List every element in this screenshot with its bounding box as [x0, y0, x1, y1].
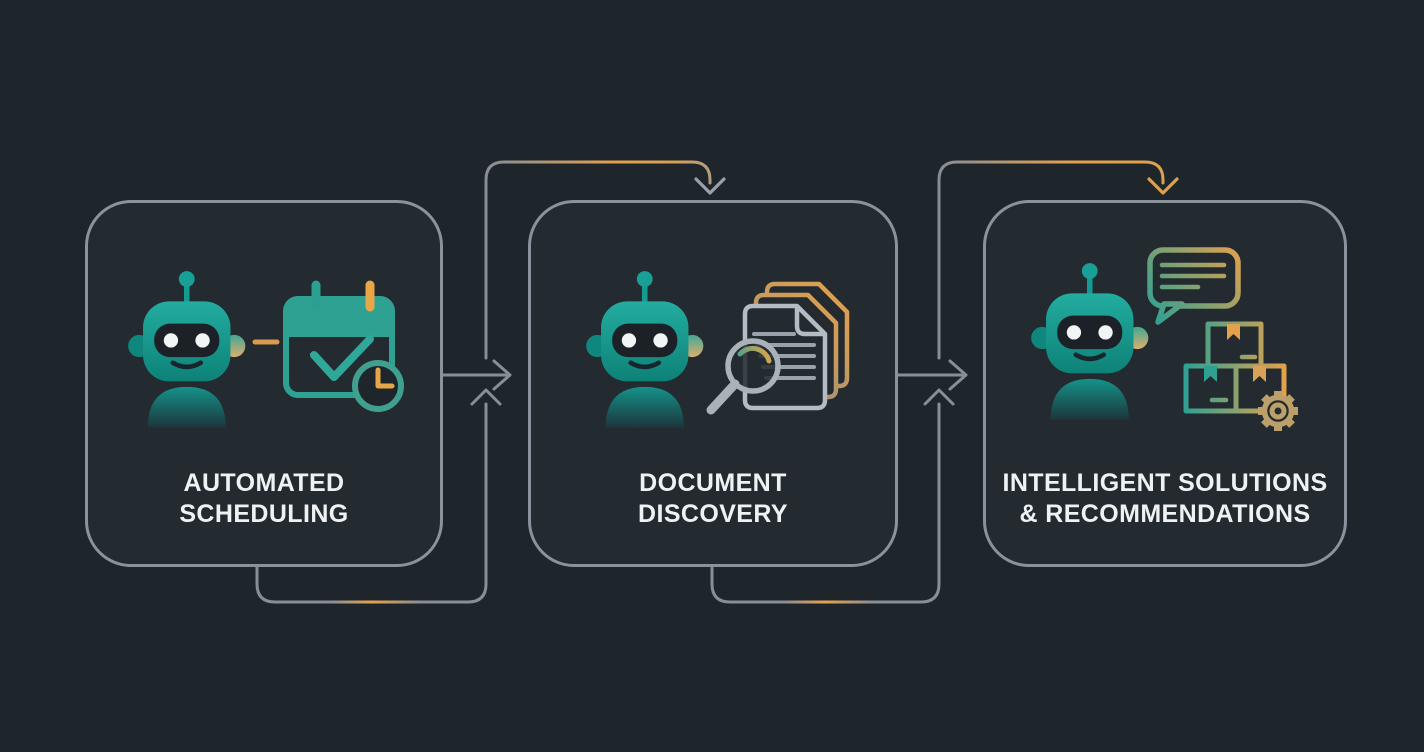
step-label: INTELLIGENT SOLUTIONS & RECOMMENDATIONS — [986, 468, 1344, 530]
robot-icon — [586, 271, 703, 428]
gear-icon — [1258, 391, 1298, 431]
step-label-line1: AUTOMATED — [183, 469, 345, 497]
step-label: DOCUMENT DISCOVERY — [531, 468, 895, 530]
step-card-intelligent-solutions: INTELLIGENT SOLUTIONS & RECOMMENDATIONS — [983, 200, 1347, 567]
bottom-loop-line-2 — [710, 402, 941, 604]
robot-icon — [1031, 263, 1148, 420]
step-label-line2: DISCOVERY — [638, 500, 788, 528]
clock-icon — [352, 360, 404, 412]
step3-icon-group — [1012, 247, 1298, 431]
step-label-line1: DOCUMENT — [639, 469, 787, 497]
step1-icon-group — [114, 253, 404, 433]
arrowhead-right-icon — [948, 359, 968, 391]
arrowhead-down-icon — [1147, 177, 1179, 195]
top-bypass-line-1 — [484, 160, 712, 360]
step-label-line2: SCHEDULING — [179, 500, 349, 528]
step-label-line1: INTELLIGENT SOLUTIONS — [1002, 469, 1328, 497]
calendar-check-icon — [283, 280, 404, 412]
arrowhead-right-icon — [492, 359, 512, 391]
arrowhead-down-icon — [694, 177, 726, 195]
step-label-line2: & RECOMMENDATIONS — [1019, 500, 1311, 528]
arrowhead-up-icon — [470, 388, 502, 406]
step-label: AUTOMATED SCHEDULING — [88, 468, 440, 530]
arrowhead-up-icon — [923, 388, 955, 406]
bottom-loop-line-1 — [255, 402, 488, 604]
step-card-document-discovery: DOCUMENT DISCOVERY — [528, 200, 898, 567]
step-card-automated-scheduling: AUTOMATED SCHEDULING — [85, 200, 443, 567]
top-bypass-line-2 — [937, 160, 1165, 360]
step2-icon-group — [557, 253, 850, 433]
robot-icon — [128, 271, 245, 428]
chat-bubble-icon — [1147, 247, 1241, 325]
magnifier-icon — [706, 338, 781, 415]
